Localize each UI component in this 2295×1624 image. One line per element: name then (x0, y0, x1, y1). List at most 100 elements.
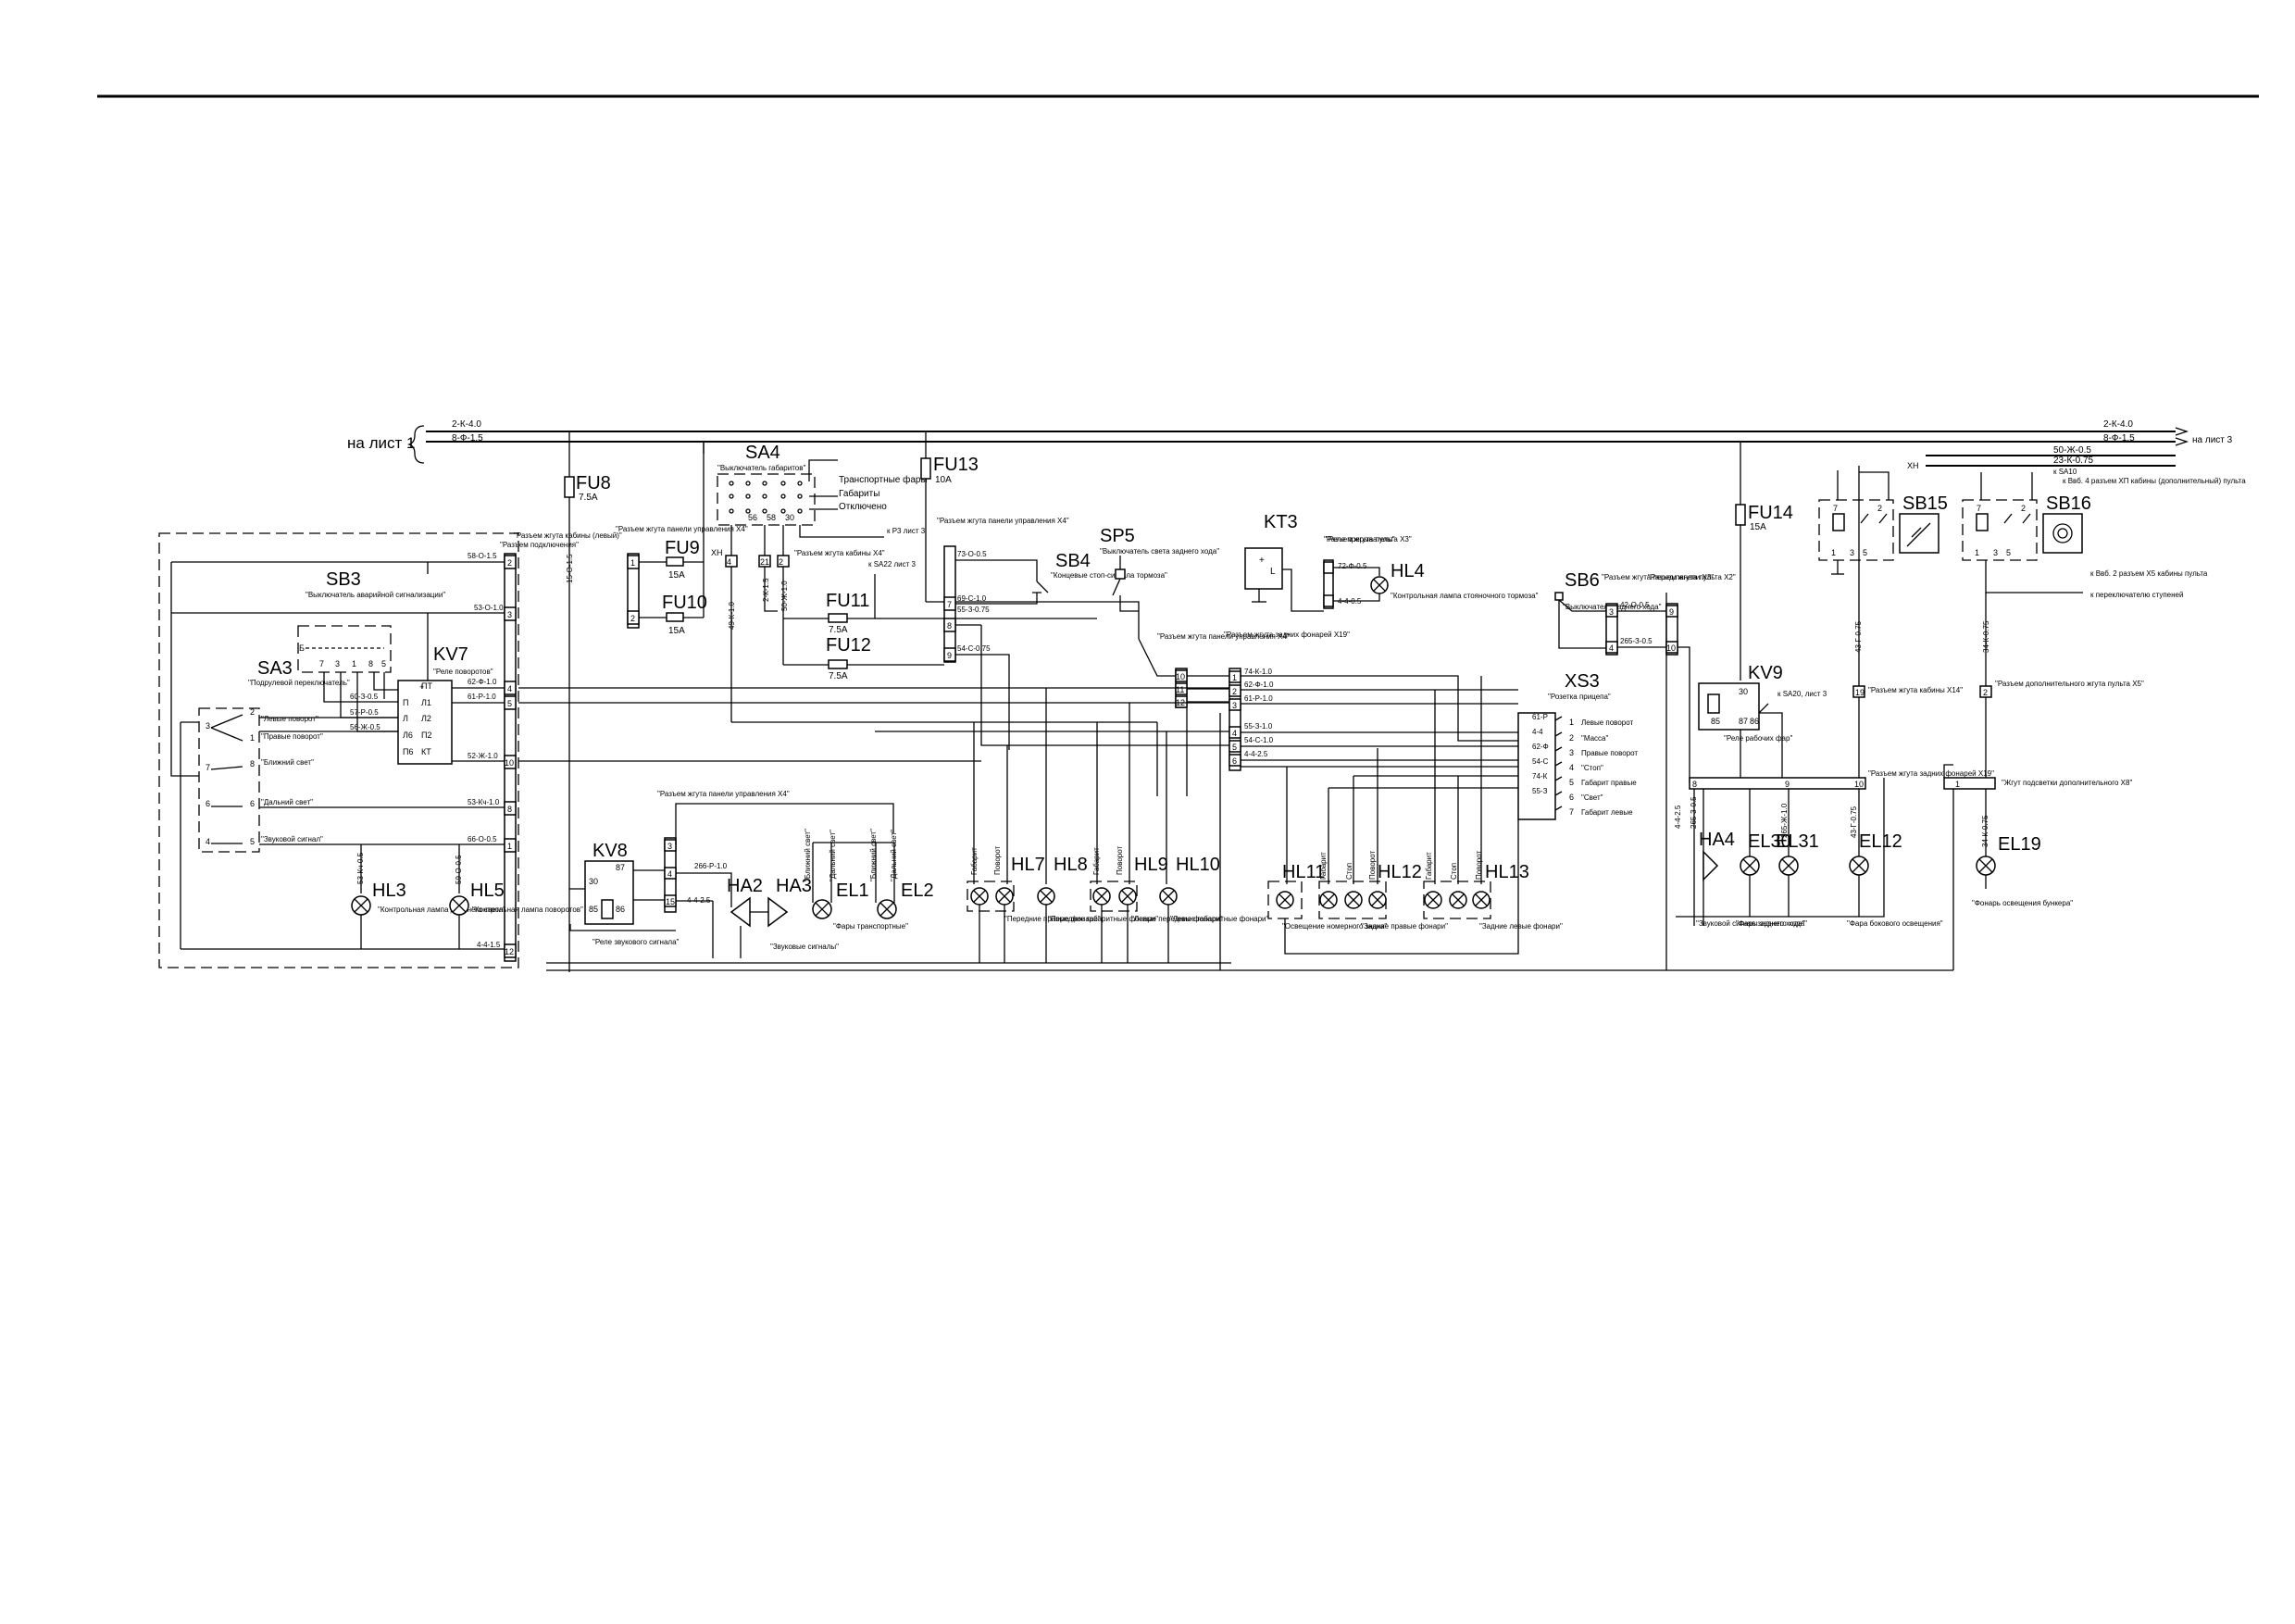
svg-text:HL7: HL7 (1011, 855, 1045, 875)
svg-text:7.5А: 7.5А (579, 493, 598, 503)
svg-text:2: 2 (630, 614, 635, 623)
hl4-park-brake-lamp: "Разъем жгута пульта Х3" 72-Ф-0.5 4-4-0.… (1323, 535, 1539, 609)
svg-text:к SA10: к SA10 (2053, 468, 2077, 476)
svg-text:"Ближний свет": "Ближний свет" (869, 829, 878, 881)
svg-text:69-С-1.0: 69-С-1.0 (957, 594, 987, 603)
el1-headlamp: EL1 "Ближний свет" "Дальний свет" (804, 829, 869, 919)
svg-text:55-З-1.0: 55-З-1.0 (1244, 722, 1273, 731)
svg-text:"Разъем жгута пульта Х3": "Разъем жгута пульта Х3" (1324, 535, 1412, 543)
svg-text:"Стоп": "Стоп" (1581, 764, 1603, 772)
svg-text:SA3: SA3 (257, 658, 293, 679)
ha3-horn: HA3 "Звуковые сигналы" (750, 876, 839, 951)
sheet-ref-left-brace (406, 425, 425, 464)
svg-text:"Звуковые сигналы": "Звуковые сигналы" (770, 943, 839, 951)
svg-text:50-Ж-1.0: 50-Ж-1.0 (780, 581, 789, 611)
svg-text:8: 8 (250, 759, 255, 768)
svg-text:"Контрольная лампа дальнего св: "Контрольная лампа дальнего света" (378, 906, 505, 914)
svg-text:5: 5 (1232, 743, 1237, 752)
svg-text:"Разъем жгута пульта Х2": "Разъем жгута пульта Х2" (1648, 573, 1736, 581)
svg-text:2: 2 (1983, 688, 1988, 697)
svg-text:7: 7 (319, 659, 324, 668)
svg-text:"Выключатель габаритов": "Выключатель габаритов" (717, 464, 805, 472)
svg-text:SB4: SB4 (1055, 551, 1091, 571)
svg-text:15-О-1.5: 15-О-1.5 (566, 554, 574, 583)
svg-text:"Подрулевой переключатель": "Подрулевой переключатель" (248, 679, 350, 687)
svg-text:"Разъем жгута панели управлени: "Разъем жгута панели управления Х4" (657, 790, 790, 798)
el19-bunker-lamp: EL19 "Фонарь освещения бункера" (1972, 834, 2073, 907)
svg-text:4: 4 (727, 557, 731, 567)
svg-text:L: L (1270, 567, 1276, 577)
ground-bus (546, 593, 1953, 971)
svg-text:2: 2 (1232, 687, 1237, 696)
svg-text:"Звуковой сигнал": "Звуковой сигнал" (261, 835, 323, 843)
bus3-wire-right: 50-Ж-0.5 (2053, 445, 2091, 456)
svg-text:15: 15 (666, 897, 675, 906)
front-lamps: HL7 HL8 HL9 HL10 Габарит Поворот Габарит… (967, 688, 1268, 963)
svg-text:EL2: EL2 (901, 881, 934, 901)
x2-connector: "Разъем жгута пульта Х2" 9 10 (1648, 573, 1736, 783)
svg-text:3: 3 (1850, 548, 1854, 557)
svg-text:HA4: HA4 (1699, 830, 1735, 850)
svg-text:Габарит правые: Габарит правые (1581, 779, 1637, 787)
svg-text:"Выключатель света заднего ход: "Выключатель света заднего хода" (1100, 547, 1219, 556)
svg-text:"Разъем жгута кабины (левый)": "Разъем жгута кабины (левый)" (514, 531, 622, 540)
svg-text:7: 7 (206, 763, 210, 772)
hl5-lamp: 59-О-0.5 HL5 "Контрольная лампа поворото… (449, 844, 583, 949)
svg-text:3: 3 (1993, 548, 1998, 557)
svg-text:Поворот: Поворот (1475, 850, 1483, 880)
x19-rear-connector: "Разъем жгута задних фонарей Х19" 1 2 3 … (1187, 631, 1518, 771)
svg-text:85: 85 (1711, 717, 1720, 726)
svg-text:4-4: 4-4 (1532, 728, 1543, 736)
svg-text:60-З-0.5: 60-З-0.5 (350, 693, 379, 701)
svg-text:"Розетка прицепа": "Розетка прицепа" (1548, 693, 1611, 701)
svg-text:58: 58 (767, 513, 776, 522)
svg-text:2: 2 (2021, 504, 2026, 513)
svg-text:"Задние левые фонари": "Задние левые фонари" (1479, 922, 1563, 931)
svg-text:"Ближний свет": "Ближний свет" (804, 829, 812, 881)
svg-text:52-Ж-1.0: 52-Ж-1.0 (468, 752, 498, 760)
svg-text:3: 3 (1609, 607, 1614, 617)
svg-text:55-З-0.75: 55-З-0.75 (957, 606, 990, 614)
svg-text:"Фара бокового освещения": "Фара бокового освещения" (1847, 919, 1943, 928)
svg-text:2: 2 (507, 558, 512, 568)
svg-text:8: 8 (507, 805, 512, 814)
svg-text:62-Ф-1.0: 62-Ф-1.0 (1244, 681, 1274, 689)
svg-text:4: 4 (667, 869, 672, 879)
svg-text:Л: Л (403, 714, 408, 723)
bus1-wire-left: 2-К-4.0 (452, 419, 481, 430)
svg-text:9: 9 (947, 651, 952, 660)
el2-headlamp: EL2 "Ближний свет" "Дальний свет" "Фары … (833, 829, 934, 931)
xs3-trailer-socket: XS3 "Розетка прицепа" 1 2 3 4 5 6 7 61-Р… (1517, 671, 1638, 820)
svg-text:"Задние правые фонари": "Задние правые фонари" (1361, 922, 1448, 931)
ha4-reverse-buzzer: HA4 "Звуковой сигнал заднего хода" (1696, 830, 1805, 928)
svg-text:61-Р: 61-Р (1532, 713, 1548, 721)
svg-text:8: 8 (1692, 780, 1697, 789)
svg-text:SB3: SB3 (326, 569, 361, 590)
svg-text:HL12: HL12 (1378, 862, 1422, 882)
svg-text:к Ввб. 2 разъем Х5 кабины пуль: к Ввб. 2 разъем Х5 кабины пульта (2090, 569, 2208, 578)
svg-text:3: 3 (1569, 748, 1574, 757)
svg-text:Отключено: Отключено (839, 502, 887, 512)
svg-text:86: 86 (1750, 717, 1759, 726)
left-control-box (158, 532, 519, 968)
svg-text:к переключателю ступеней: к переключателю ступеней (2090, 591, 2183, 599)
svg-text:HL3: HL3 (372, 881, 406, 901)
svg-text:Стоп: Стоп (1450, 863, 1458, 880)
svg-text:"Разъем жгута панели управлени: "Разъем жгута панели управления Х4" (937, 517, 1069, 525)
x5-connector: 34-К-0.75 2 "Разъем дополнительного жгут… (1979, 593, 2144, 778)
svg-text:"Разъем жгута панели управлени: "Разъем жгута панели управления Х4" (1157, 632, 1290, 641)
fu11-fu12: FU11 7.5А FU12 7.5А к SA22 лист 3 (783, 560, 1097, 681)
svg-text:4-4-1.5: 4-4-1.5 (477, 941, 501, 949)
svg-text:"Левые габаритные фонари": "Левые габаритные фонари" (1170, 915, 1268, 923)
svg-text:"Разъем жгута задних фонарей Х: "Разъем жгута задних фонарей Х19" (1224, 631, 1350, 639)
sa4-light-switch: SA4 "Выключатель габаритов" 56 58 30 Тра… (703, 442, 928, 722)
svg-text:SA4: SA4 (745, 443, 780, 463)
svg-text:ХН: ХН (711, 548, 723, 557)
svg-text:54-С-0.75: 54-С-0.75 (957, 644, 991, 653)
svg-text:Поворот: Поворот (1116, 845, 1124, 875)
svg-text:ПТ: ПТ (421, 681, 432, 691)
bus1-wire-right: 2-К-4.0 (2103, 419, 2133, 430)
svg-text:54-С-1.0: 54-С-1.0 (1244, 736, 1274, 744)
svg-text:55-З: 55-З (1532, 787, 1548, 795)
svg-text:3: 3 (335, 659, 340, 668)
